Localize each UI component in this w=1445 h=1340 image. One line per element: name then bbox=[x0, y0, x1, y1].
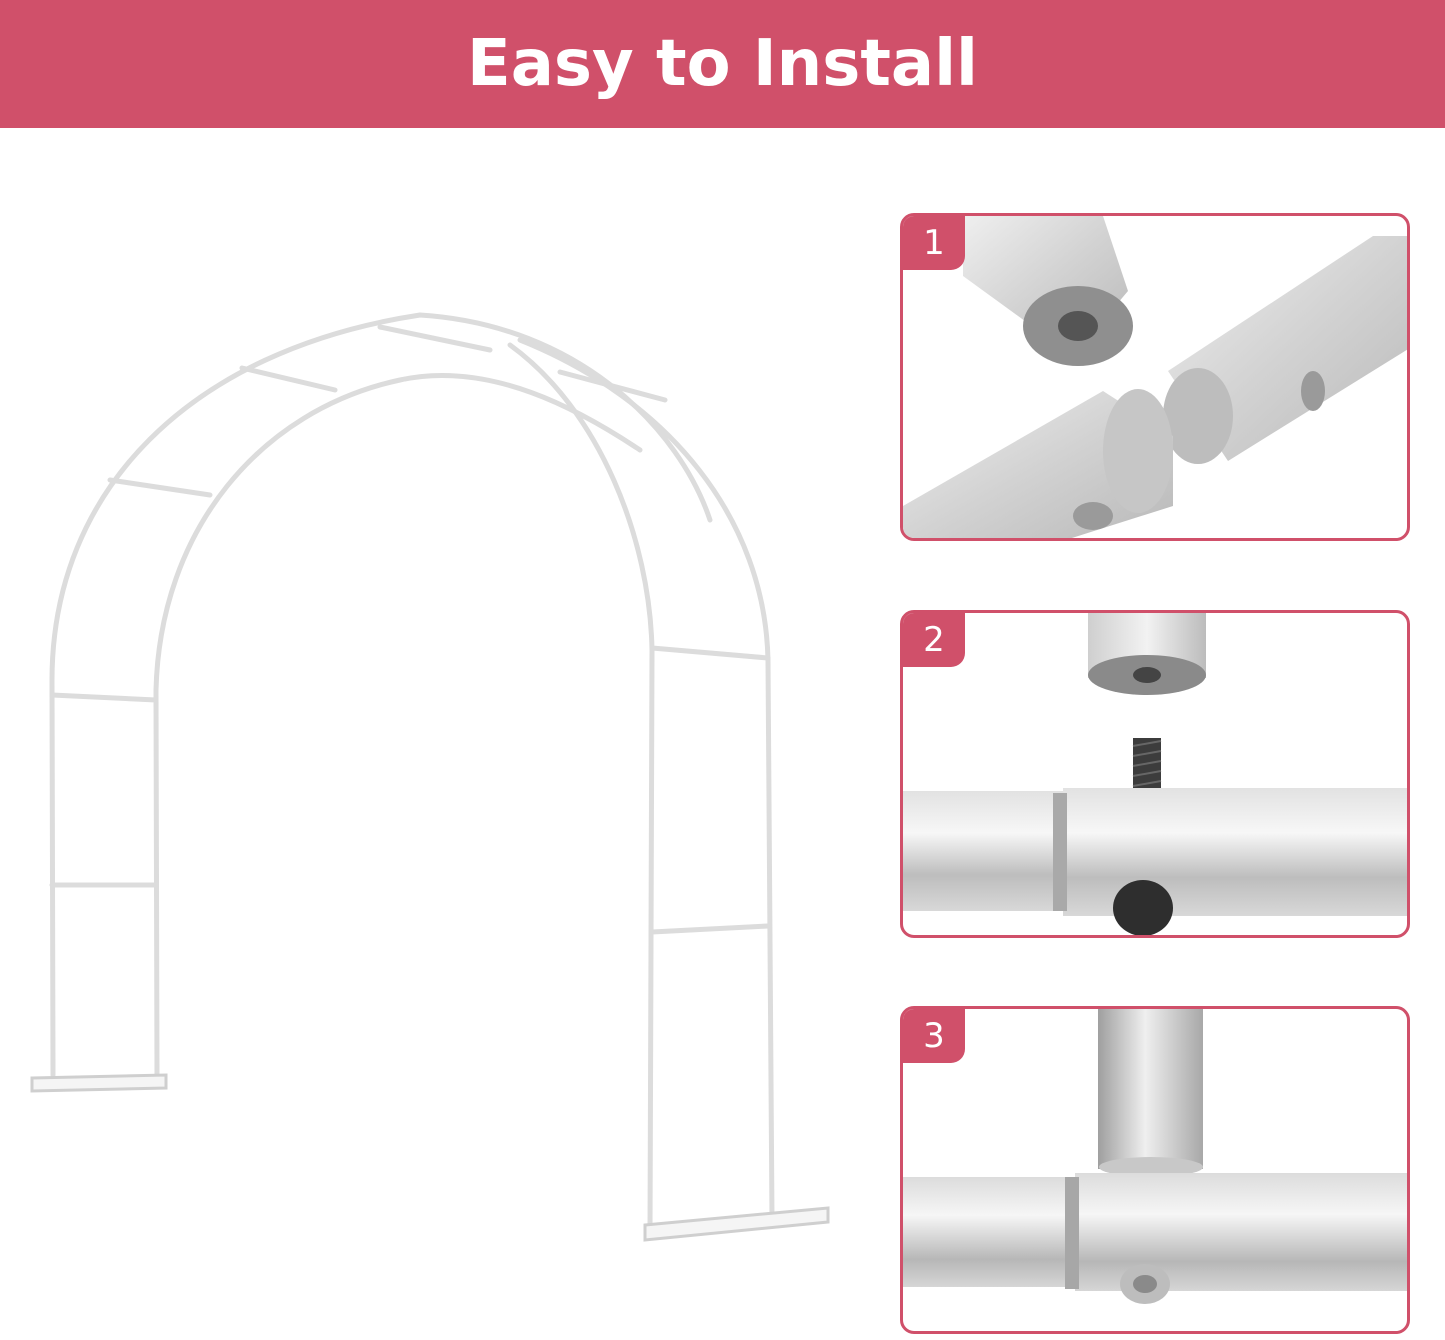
tube-connector-icon bbox=[903, 216, 1407, 538]
t-joint-icon bbox=[903, 1009, 1407, 1304]
header-banner: Easy to Install bbox=[0, 0, 1445, 128]
step-2-badge: 2 bbox=[903, 613, 965, 667]
screw-joint-icon bbox=[903, 613, 1407, 935]
arch-frame-illustration bbox=[30, 312, 830, 1242]
step-1-panel: 1 bbox=[900, 213, 1410, 541]
step-3-panel: 3 bbox=[900, 1006, 1410, 1334]
banner-title: Easy to Install bbox=[467, 27, 978, 101]
step-3-badge: 3 bbox=[903, 1009, 965, 1063]
step-1-badge: 1 bbox=[903, 216, 965, 270]
step-2-panel: 2 bbox=[900, 610, 1410, 938]
